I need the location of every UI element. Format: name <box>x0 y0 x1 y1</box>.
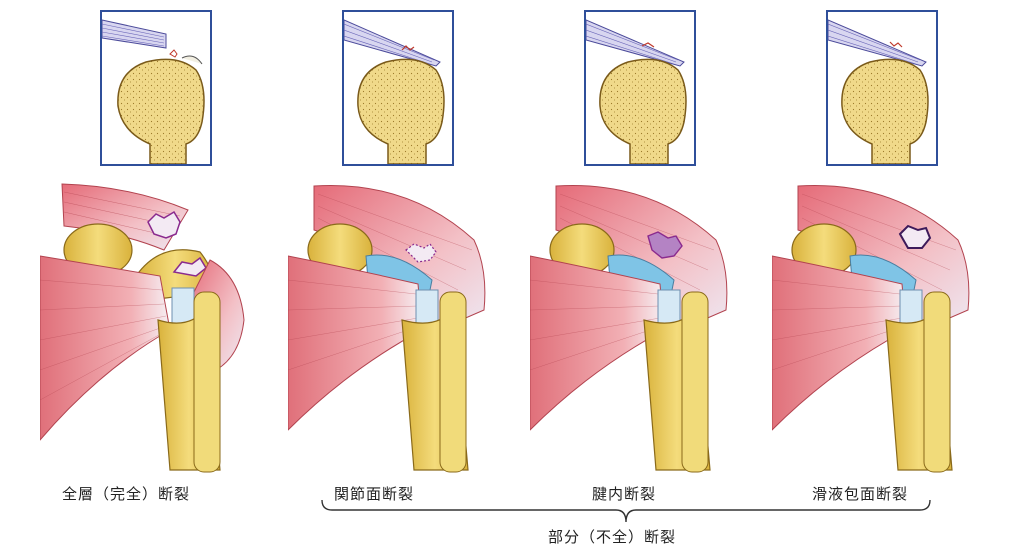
panel-bursal-side: 滑液包面断裂 <box>772 0 1012 503</box>
panel-caption: 関節面断裂 <box>334 485 415 503</box>
inset-cross-section <box>100 10 212 166</box>
panel-intratendinous: 腱内断裂 <box>530 0 770 503</box>
tear-mark <box>647 231 683 259</box>
panel-caption: 腱内断裂 <box>592 485 657 503</box>
inset-cross-section <box>342 10 454 166</box>
tear-mark <box>172 256 207 277</box>
panel-articular-side: 関節面断裂 <box>288 0 528 503</box>
tear-mark <box>401 45 415 51</box>
panel-caption: 全層（完全）断裂 <box>62 485 191 503</box>
tear-mark <box>898 224 932 249</box>
tear-mark <box>641 42 655 48</box>
tear-mark <box>889 41 903 48</box>
shoulder-illustration <box>40 183 245 473</box>
inset-cross-section <box>584 10 696 166</box>
panel-caption: 滑液包面断裂 <box>812 485 909 503</box>
panel-full-thickness: 全層（完全）断裂 <box>40 0 280 503</box>
inset-cross-section <box>826 10 938 166</box>
shoulder-illustration <box>288 184 486 473</box>
tear-mark <box>405 243 437 263</box>
group-brace <box>321 499 931 523</box>
group-label: 部分（不全）断裂 <box>548 528 677 546</box>
shoulder-illustration <box>530 184 728 473</box>
shoulder-illustration <box>772 184 970 473</box>
tear-mark <box>147 210 181 239</box>
